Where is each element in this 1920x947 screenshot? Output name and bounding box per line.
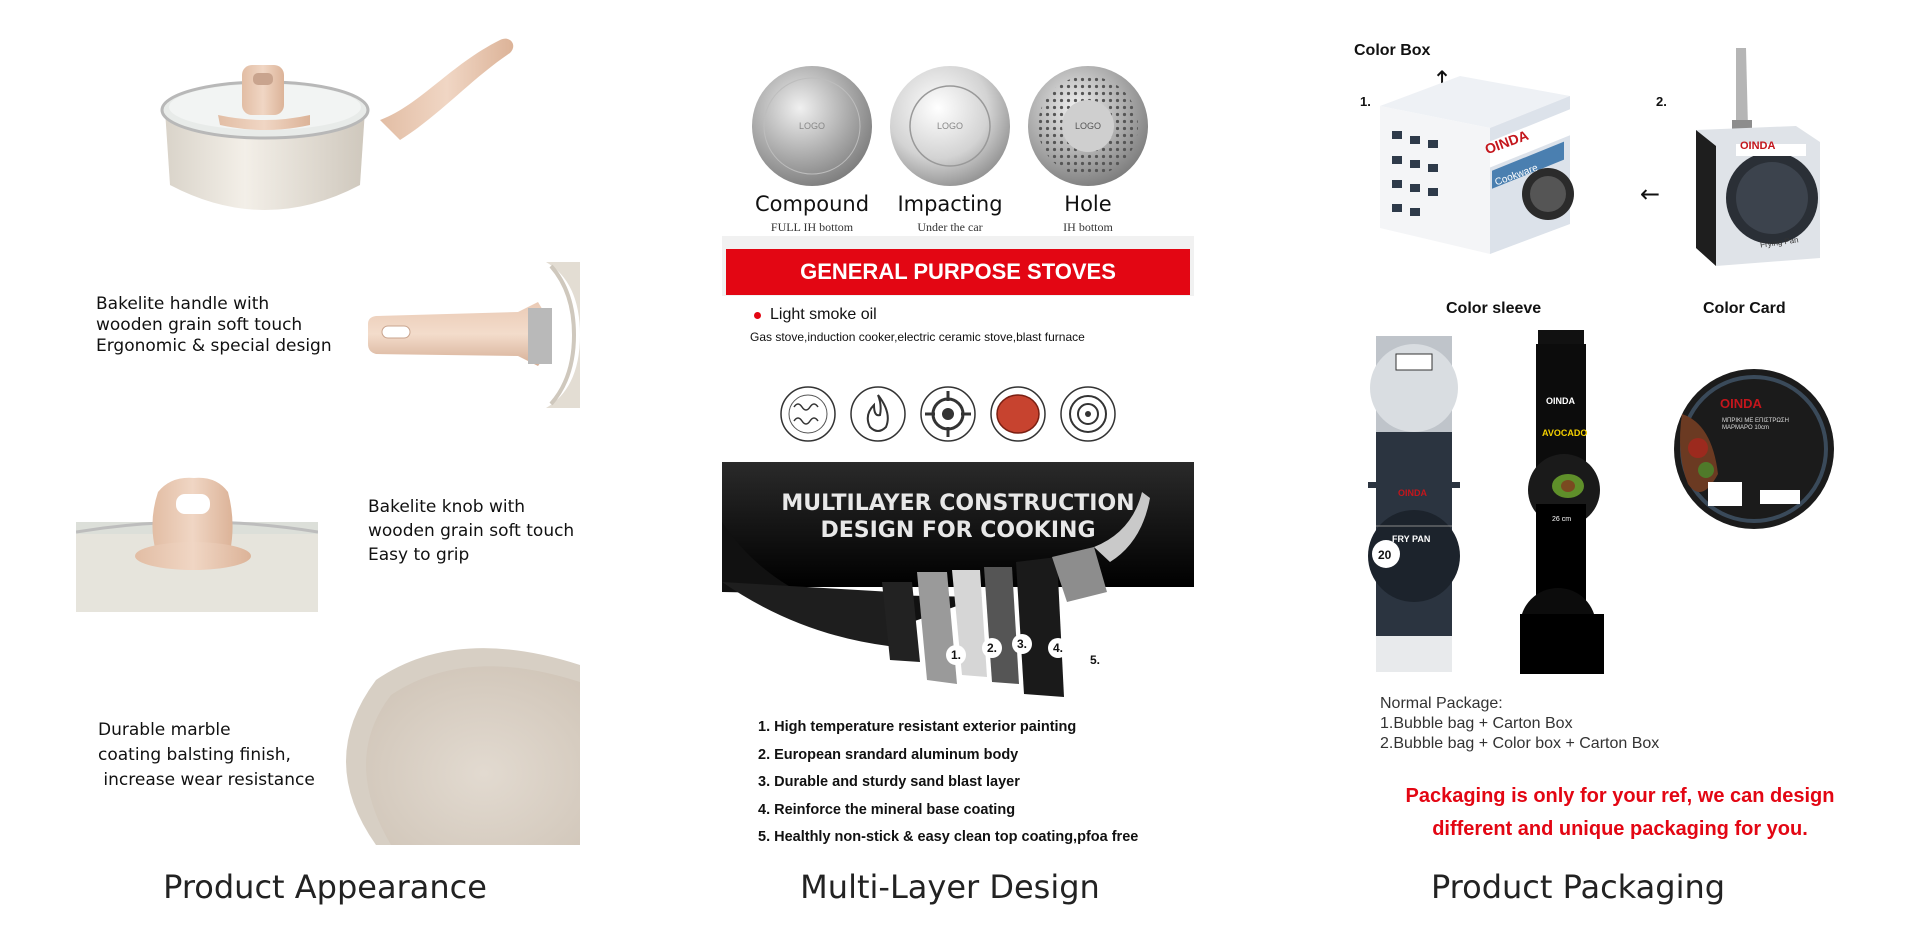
card-product-text: ΜΠΡΙΚΙ ΜΕ ΕΠΙΣΤΡΩΣΗ ΜΑΡΜΑΡΟ 10cm [1722,418,1789,431]
disc-sub: FULL IH bottom [770,220,854,234]
marble-pan-image [336,640,580,845]
multilayer-cross-section [722,462,1194,706]
disc-logo: LOGO [798,121,825,131]
normal-package-text: Normal Package: 1.Bubble bag + Carton Bo… [1380,694,1659,754]
disc-name: Impacting [897,192,1003,216]
construction-title-line: MULTILAYER CONSTRUCTION [781,491,1135,516]
disc-hole [1028,66,1148,186]
feature-line: wooden grain soft touch [96,315,303,335]
feature-line: Easy to grip [368,545,470,565]
disc-logo: LOGO [1074,121,1101,131]
feature-line: Bakelite handle with [96,294,270,314]
sleeve-product-label: FRY PAN [1392,534,1431,544]
color-sleeve-label: Color sleeve [1446,300,1542,317]
feature-line: Ergonomic & special design [96,336,332,356]
packaging-note-line: different and unique packaging for you. [1432,818,1808,840]
multilayer-title: Multi-Layer Design [800,868,1100,906]
package-line: 1.Bubble bag + Carton Box [1380,715,1573,732]
construction-title-line: DESIGN FOR COOKING [820,518,1096,543]
saucepan-image [160,38,514,210]
disc-name: Compound [754,192,870,216]
appearance-title: Product Appearance [163,868,487,906]
bullet-icon [754,312,761,319]
disc-compound [752,66,872,186]
feature-line: Durable marble [98,720,231,740]
packaging-note-line: Packaging is only for your ref, we can d… [1405,785,1835,807]
disc-logo: LOGO [936,121,963,131]
color-sleeve-gray-image [1368,336,1460,672]
disc-sub: Under the car [917,220,983,234]
layer-item: 1. High temperature resistant exterior p… [758,719,1077,735]
feature-line: coating balsting finish, [98,745,291,765]
color-card-label: Color Card [1703,300,1786,317]
feature-handle: Bakelite handle with wooden grain soft t… [96,294,332,357]
layer-number: 2. [982,638,1002,658]
feature-knob: Bakelite knob with wooden grain soft tou… [368,495,574,567]
color-box-image [1380,76,1574,254]
package-line: 2.Bubble bag + Color box + Carton Box [1380,735,1660,752]
feature-line: wooden grain soft touch [368,521,575,541]
coil-stove-icon [780,386,836,442]
feature-line: increase wear resistance [98,770,315,790]
construction-title: MULTILAYER CONSTRUCTION DESIGN FOR COOKI… [722,490,1194,544]
package-line: Normal Package: [1380,695,1503,712]
disc-sub: IH bottom [1063,220,1113,234]
induction-icon [1060,386,1116,442]
layer-item: 4. Reinforce the mineral base coating [758,801,1016,818]
disc-name: Hole [1064,192,1112,216]
color-card-image [1674,369,1834,529]
color-sleeve-black-image [1520,330,1604,674]
brand-logo-pan-box: OINDA [1740,140,1776,152]
sleeve-size-label: 20 [1378,548,1392,562]
general-purpose-banner: GENERAL PURPOSE STOVES [726,249,1190,295]
packaging-note: Packaging is only for your ref, we can d… [1350,780,1890,846]
layer-list: 1. High temperature resistant exterior p… [758,714,1138,852]
packaging-title: Product Packaging [1430,868,1726,906]
layer-number: 1. [946,645,966,665]
layer-number: 3. [1012,634,1032,654]
feature-line: Bakelite knob with [368,497,526,517]
disc-impacting [890,66,1010,186]
feature-coating: Durable marble coating balsting finish, … [98,718,315,793]
layer-number: 4. [1048,638,1068,658]
layer-item: 2. European srandard aluminum body [758,746,1019,763]
stove-icons-row [780,386,1116,442]
layer-number: 5. [1085,650,1105,670]
layer-item: 5. Healthly non-stick & easy clean top c… [758,829,1139,845]
handle-closeup-image [368,262,580,408]
ceramic-plate-icon [990,386,1046,442]
smoke-oil-label: Light smoke oil [770,306,877,323]
lid-knob-image [76,477,318,612]
arrow-left-icon: ← [1640,180,1661,208]
layer-item: 3. Durable and sturdy sand blast layer [758,774,1020,790]
induction-discs [752,66,1148,186]
gas-burner-icon [920,386,976,442]
stove-types: Gas stove,induction cooker,electric cera… [750,330,1085,344]
brand-logo-sleeve: OINDA [1398,488,1427,498]
color-box-label: Color Box [1354,42,1431,59]
brand-logo-card: OINDA [1720,396,1762,411]
sleeve-size-label: 26 cm [1552,516,1572,523]
package-number: 2. [1656,94,1667,109]
package-number: 1. [1360,94,1371,109]
sleeve-avocado-label: AVOCADO [1542,428,1588,438]
flame-icon [850,386,906,442]
frying-pan-box-image [1696,48,1820,266]
brand-logo-sleeve: OINDA [1546,396,1575,406]
